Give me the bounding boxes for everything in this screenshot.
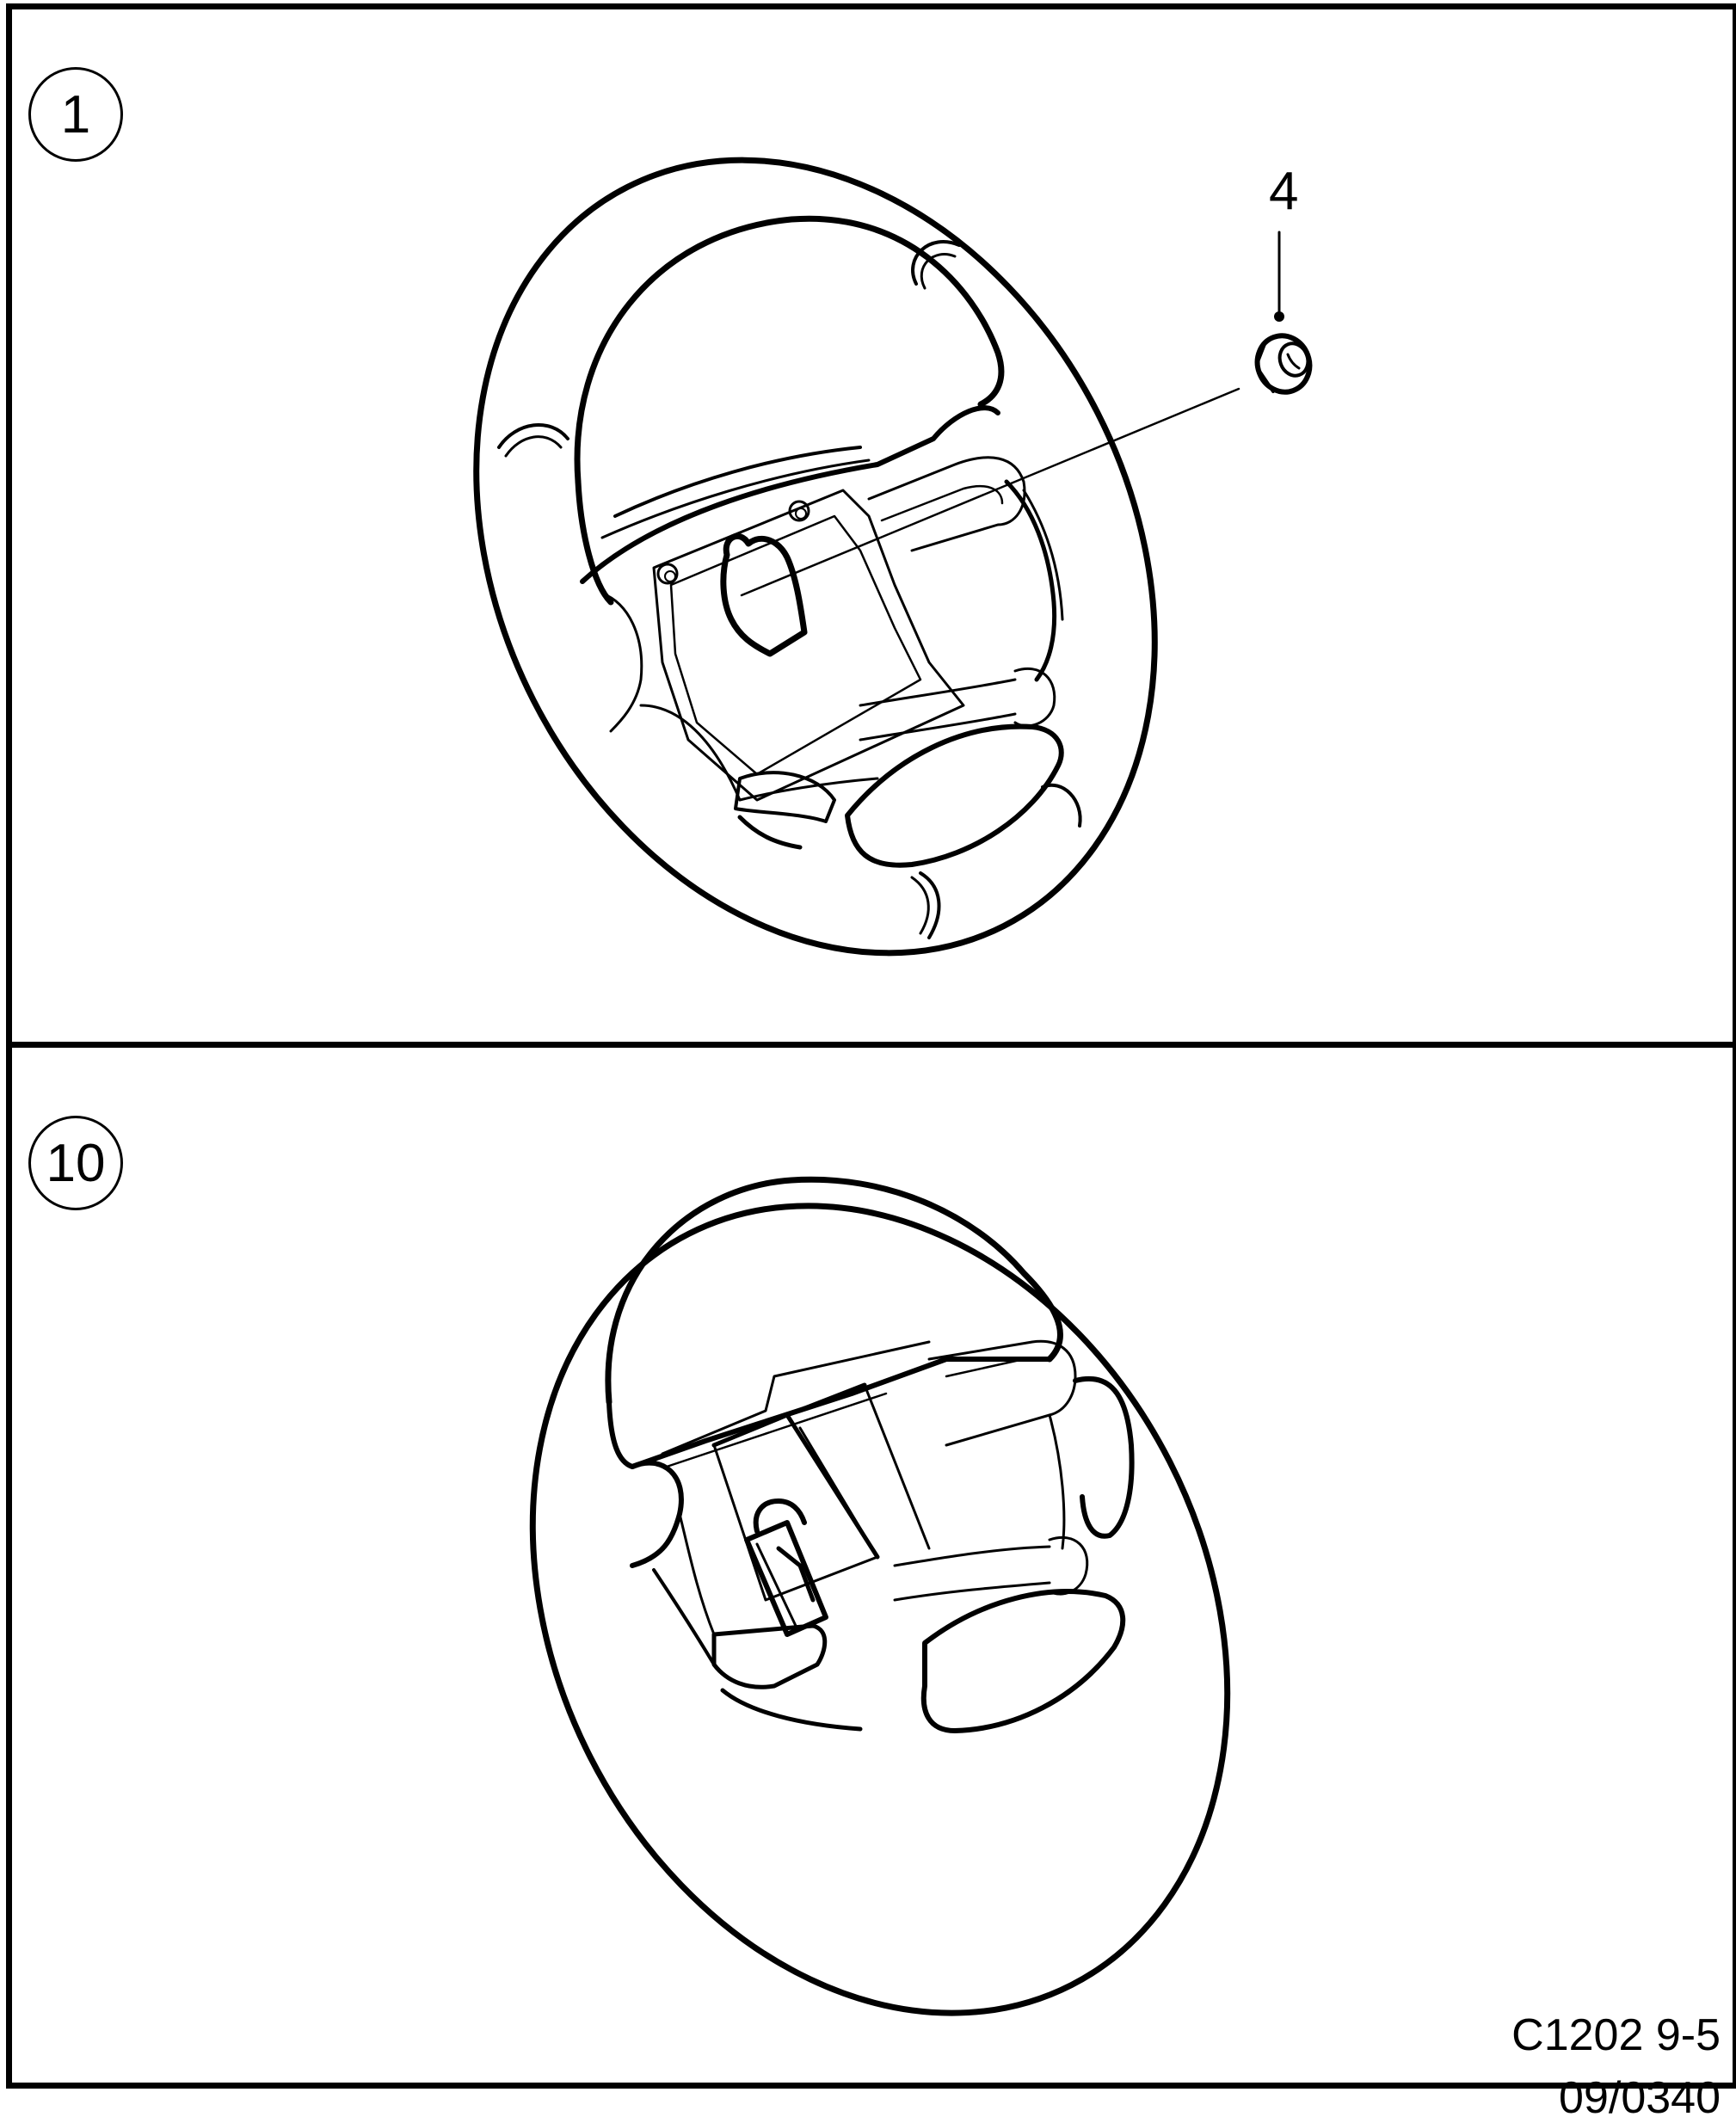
nut-illustration bbox=[1254, 333, 1313, 395]
step-badge-1: 1 bbox=[28, 67, 123, 162]
step-number: 1 bbox=[60, 84, 91, 145]
panel-step-1 bbox=[12, 9, 1733, 1042]
figure-code: C1202 9-5 bbox=[1511, 2010, 1721, 2060]
steering-wheel-top bbox=[473, 157, 1158, 957]
panel-divider bbox=[6, 1042, 1736, 1048]
step-number: 10 bbox=[46, 1133, 106, 1193]
callout-label-4: 4 bbox=[1269, 162, 1299, 221]
steering-wheel-bottom bbox=[529, 1176, 1231, 2016]
assembly-line bbox=[740, 387, 1240, 597]
callout-4-dot bbox=[1274, 311, 1284, 322]
panel-step-10 bbox=[12, 1048, 1733, 2077]
step-badge-10: 10 bbox=[28, 1116, 123, 1210]
figure-reference: 09/0340 bbox=[1559, 2073, 1721, 2123]
